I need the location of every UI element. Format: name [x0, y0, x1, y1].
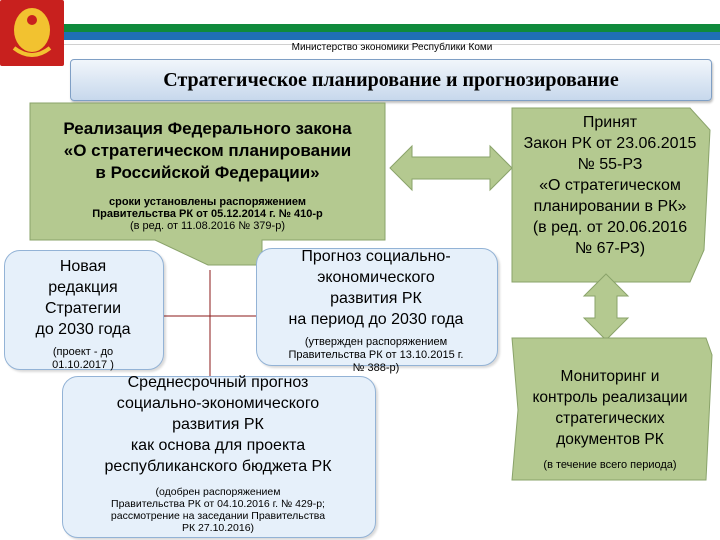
strategy-panel: [4, 250, 164, 370]
ministry-label: Министерство экономики Республики Коми: [291, 42, 493, 53]
midterm-line3: развития РК: [172, 416, 264, 433]
forecast-line4: на период до 2030 года: [288, 311, 464, 328]
rk-law-line5: планировании в РК»: [533, 198, 687, 215]
midterm-line5: республиканского бюджета РК: [104, 458, 332, 475]
federal-law-title: Реализация Федерального закона «О страте…: [30, 118, 385, 184]
forecast-note2: Правительства РК от 13.10.2015 г.: [288, 349, 464, 361]
federal-law-line1: Реализация Федерального закона: [63, 119, 352, 138]
midterm-panel: [62, 376, 376, 538]
rk-law-line6: (в ред. от 20.06.2016: [532, 219, 688, 236]
monitoring-line1: Мониторинг и: [560, 368, 660, 385]
flag-stripe-green: [64, 24, 720, 32]
strategy-note1: (проект - до: [52, 346, 114, 358]
monitoring-line4: документов РК: [556, 431, 664, 448]
flag-stripe-blue: [64, 32, 720, 40]
midterm-note2: Правительства РК от 04.10.2016 г. № 429-…: [111, 498, 325, 510]
rk-law-line7: № 67-РЗ): [574, 240, 646, 257]
midterm-note1: (одобрен распоряжением: [155, 486, 281, 498]
strategy-note: (проект - до 01.10.2017 ): [8, 346, 158, 372]
federal-law-note: сроки установлены распоряжением Правител…: [30, 196, 385, 232]
midterm-text: Среднесрочный прогноз социально-экономич…: [62, 372, 374, 477]
strategy-line4: до 2030 года: [35, 321, 131, 338]
double-arrow-vertical: [582, 273, 630, 341]
forecast-line1: Прогноз социально-: [301, 248, 451, 265]
rk-law-line2: Закон РК от 23.06.2015: [523, 135, 697, 152]
emblem-graphic: [12, 8, 52, 57]
midterm-line2: социально-экономического: [116, 395, 320, 412]
strategy-line3: Стратегии: [44, 300, 122, 317]
strategy-note2: 01.10.2017 ): [52, 359, 114, 371]
rk-law-panel-shape: [511, 107, 711, 283]
strategy-line2: редакция: [48, 279, 118, 296]
forecast-line2: экономического: [317, 269, 435, 286]
rk-law-line1: Принят: [582, 114, 638, 131]
page-title: Стратегическое планирование и прогнозиро…: [70, 59, 712, 101]
midterm-note4: РК 27.10.2016): [181, 522, 255, 534]
republic-emblem-icon: [0, 0, 64, 66]
federal-law-line3: в Российской Федерации»: [95, 163, 320, 182]
monitoring-text: Мониторинг и контроль реализации стратег…: [512, 366, 708, 450]
midterm-note: (одобрен распоряжением Правительства РК …: [62, 486, 374, 534]
double-arrow-horizontal: [389, 144, 513, 192]
federal-law-note1: сроки установлены распоряжением: [109, 196, 306, 208]
flag-stripe-white: [64, 40, 720, 45]
monitoring-line3: стратегических: [555, 410, 665, 427]
strategy-text: Новая редакция Стратегии до 2030 года: [8, 256, 158, 340]
midterm-line1: Среднесрочный прогноз: [127, 374, 309, 391]
rk-law-line4: «О стратегическом: [539, 177, 681, 194]
forecast-note: (утвержден распоряжением Правительства Р…: [258, 336, 494, 375]
rk-law-line3: № 55-РЗ: [577, 156, 643, 173]
monitoring-line2: контроль реализации: [532, 389, 688, 406]
forecast-line3: развития РК: [330, 290, 422, 307]
federal-law-note3: (в ред. от 11.08.2016 № 379-р): [129, 220, 285, 232]
monitoring-panel-shape: [511, 337, 713, 481]
strategy-line1: Новая: [59, 258, 107, 275]
midterm-note3: рассмотрение на заседании Правительства: [110, 510, 326, 522]
forecast-note1: (утвержден распоряжением: [304, 336, 448, 348]
rk-law-text: Принят Закон РК от 23.06.2015 № 55-РЗ «О…: [508, 112, 712, 259]
midterm-line4: как основа для проекта: [130, 437, 306, 454]
forecast-note3: № 388-р): [352, 362, 400, 374]
federal-law-note2: Правительства РК от 05.12.2014 г. № 410-…: [92, 208, 323, 220]
monitoring-note: (в течение всего периода): [543, 459, 677, 471]
forecast-text: Прогноз социально- экономического развит…: [258, 246, 494, 330]
federal-law-line2: «О стратегическом планировании: [63, 141, 352, 160]
forecast-panel: [256, 248, 498, 366]
